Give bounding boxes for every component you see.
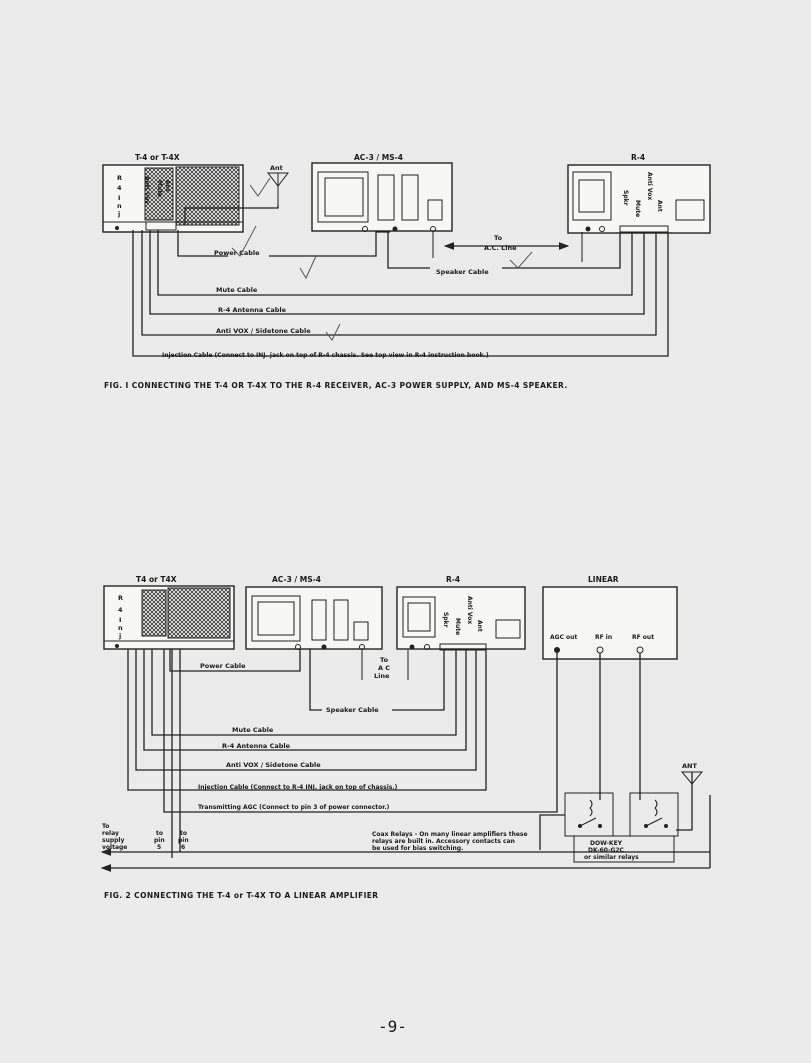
agc-out-label: AGC out [550, 634, 577, 641]
fig2-t4-4: 4 [118, 606, 123, 614]
relay-supply-4: voltage [102, 844, 127, 851]
figure-2: T4 or T4X R 4 I n j AC-3 / MS-4 [100, 575, 711, 900]
fig2-injection-label: Injection Cable (Connect to R-4 INJ. jac… [198, 784, 398, 791]
coax-relays: DOW-KEY DK-60-G2C or similar relays [539, 792, 679, 863]
figure-1: T-4 or T-4X R 4 I n j Anti Vox Mute Ant … [102, 153, 711, 390]
fig2-antenna-label: R-4 Antenna Cable [222, 742, 291, 750]
fig2-antivox-label: Anti VOX / Sidetone Cable [226, 761, 321, 769]
t4-col-ant: Ant [164, 180, 171, 192]
r4-col-ant: Ant [656, 200, 663, 212]
pin6-2: pin [178, 837, 189, 844]
dowkey-line1: DOW-KEY [590, 840, 623, 847]
ac-title: AC-3 / MS-4 [354, 153, 403, 162]
fig2-t4-j: j [118, 632, 121, 640]
coax-note-3: be used for bias switching. [372, 845, 463, 852]
dowkey-line2: DK-60-G2C [588, 847, 625, 854]
t4-label-n: n [117, 202, 122, 210]
pin5-3: 5 [157, 844, 161, 851]
relay-supply-3: supply [102, 837, 124, 844]
ac3-ms4-unit: AC-3 / MS-4 [311, 153, 453, 232]
fig2-power-label: Power Cable [200, 662, 246, 670]
page-number: -9- [378, 1017, 407, 1036]
rf-out-label: RF out [632, 634, 654, 641]
fig2-antenna: ANT [676, 762, 704, 831]
coax-note-2: relays are built in. Accessory contacts … [372, 838, 515, 845]
pin6-1: to [180, 830, 187, 837]
linear-amplifier-unit: LINEAR AGC out RF in RF out [542, 575, 678, 660]
t4-label-r: R [117, 174, 122, 182]
fig2-t4-unit: T4 or T4X R 4 I n j [103, 575, 235, 650]
antivox-cable-label: Anti VOX / Sidetone Cable [216, 327, 311, 335]
t4-col-mute: Mute [156, 180, 163, 197]
antenna-cable-label: R-4 Antenna Cable [218, 306, 287, 314]
fig2-t4-i: I [119, 616, 121, 624]
rf-in-label: RF in [595, 634, 612, 641]
pin6-3: 6 [181, 844, 185, 851]
pin5-1: to [156, 830, 163, 837]
t4-col-antivox: Anti Vox [143, 176, 150, 204]
t4-label-i: I [118, 194, 120, 202]
ant-label: Ant [270, 164, 283, 172]
r4-col-mute: Mute [634, 200, 641, 217]
fig2-agc-label: Transmitting AGC (Connect to pin 3 of po… [198, 804, 390, 811]
ac-line-to: To [494, 234, 503, 242]
fig1-caption: FIG. I CONNECTING THE T-4 OR T-4X TO THE… [104, 381, 568, 390]
fig2-cables: Power Cable Speaker Cable Mute Cable R-4… [127, 649, 641, 858]
fig1-cables: Power Cable Speaker Cable Mute Cable R-4… [132, 230, 669, 359]
relay-supply-1: To [102, 823, 109, 830]
r4-title: R-4 [631, 153, 645, 162]
antenna-fig1: Ant [184, 164, 290, 225]
t4-title: T-4 or T-4X [135, 153, 180, 162]
mute-cable-label: Mute Cable [216, 286, 258, 294]
t4-label-j: j [117, 210, 120, 218]
fig2-ac-title: AC-3 / MS-4 [272, 575, 321, 584]
pin5-2: pin [154, 837, 165, 844]
r4-receiver-unit: R-4 Spkr Mute Anti Vox Ant [567, 153, 711, 234]
fig2-t4-r: R [118, 594, 123, 602]
coax-note-1: Coax Relays - On many linear amplifiers … [372, 831, 528, 838]
fig2-r4-mute: Mute [454, 618, 461, 635]
fig2-ac-ac: A C [378, 664, 390, 672]
r4-col-spkr: Spkr [622, 190, 629, 206]
fig2-t4-title: T4 or T4X [136, 575, 177, 584]
fig2-mute-label: Mute Cable [232, 726, 274, 734]
ac-line-label: A.C. Line [484, 244, 517, 252]
fig2-caption: FIG. 2 CONNECTING THE T-4 or T-4X TO A L… [104, 891, 378, 900]
fig2-speaker-label: Speaker Cable [326, 706, 379, 714]
fig2-r4-spkr: Spkr [442, 612, 449, 628]
relay-supply-2: relay [102, 830, 119, 837]
fig2-r4-title: R-4 [446, 575, 460, 584]
fig2-ant-label: ANT [682, 762, 697, 770]
t4-transmitter-unit: T-4 or T-4X R 4 I n j Anti Vox Mute Ant [102, 153, 244, 233]
speaker-cable-label: Speaker Cable [436, 268, 489, 276]
fig2-r4-ant: Ant [476, 620, 483, 632]
fig2-r4-unit: R-4 Spkr Mute Anti Vox Ant [396, 575, 526, 651]
fig2-r4-antivox: Anti Vox [466, 596, 473, 624]
t4-label-4: 4 [117, 184, 122, 192]
r4-col-antivox: Anti Vox [646, 172, 653, 200]
injection-cable-label: Injection Cable (Connect to INJ. jack on… [162, 352, 489, 359]
linear-title: LINEAR [588, 575, 619, 584]
fig2-ac-to: To [380, 656, 389, 664]
fig2-ac-line: Line [374, 672, 390, 680]
dowkey-line3: or similar relays [584, 854, 639, 861]
fig2-t4-n: n [118, 624, 123, 632]
fig2-ac3-unit: AC-3 / MS-4 [245, 575, 383, 650]
